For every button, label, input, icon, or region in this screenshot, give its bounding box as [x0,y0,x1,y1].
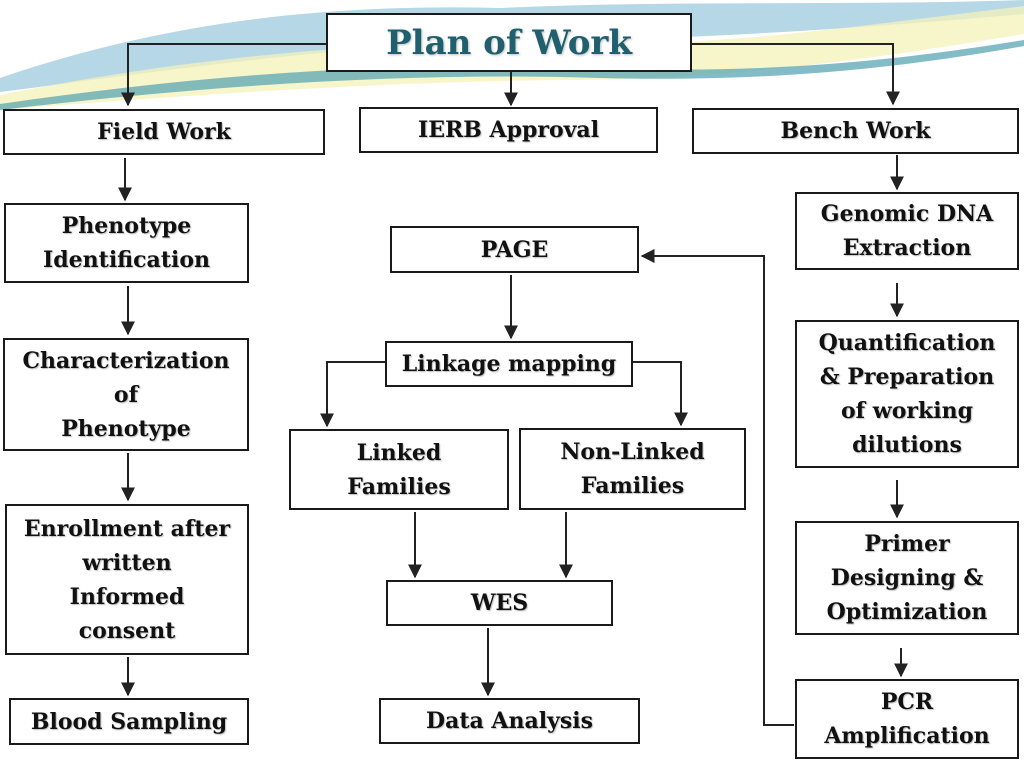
node-quantification-preparation: Quantification & Preparation of working … [795,320,1019,468]
node-data-analysis: Data Analysis [379,698,640,744]
arrow-linkage-to-linked [320,361,385,428]
node-non-linked-families: Non-Linked Families [519,428,746,510]
arrow-title-to-field-work [121,43,326,107]
arrow-title-to-bench-work [692,43,900,106]
node-pcr-amplification: PCR Amplification [795,679,1019,759]
arrow-pcr-to-page [640,249,794,726]
diagram-title: Plan of Work [326,13,692,72]
node-page: PAGE [390,226,639,273]
node-phenotype-identification: Phenotype Identification [4,203,249,283]
node-characterization-of-phenotype: Characterization of Phenotype [3,338,249,451]
node-ierb-approval: IERB Approval [359,107,658,153]
node-enrollment-consent: Enrollment after written Informed consen… [5,504,249,655]
node-primer-designing: Primer Designing & Optimization [795,521,1019,635]
node-field-work: Field Work [3,109,325,155]
node-bench-work: Bench Work [692,108,1019,154]
node-genomic-dna-extraction: Genomic DNA Extraction [795,192,1019,270]
node-linked-families: Linked Families [289,429,509,510]
node-wes: WES [386,580,613,626]
wave-blue [0,0,1024,92]
node-blood-sampling: Blood Sampling [9,698,249,745]
arrow-linkage-to-non-linked [633,361,688,427]
node-linkage-mapping: Linkage mapping [385,341,633,387]
